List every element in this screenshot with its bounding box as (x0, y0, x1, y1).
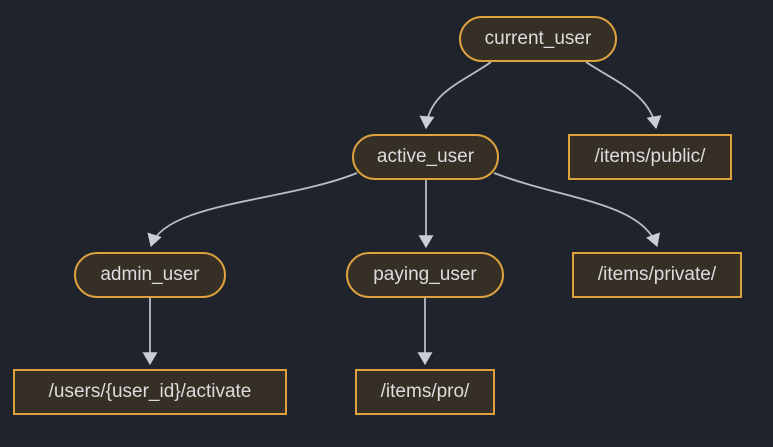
node-label: /items/public/ (594, 146, 706, 167)
node-label: current_user (484, 28, 592, 49)
node-items-pro: /items/pro/ (355, 369, 495, 415)
edge-current_user-items_public (585, 61, 662, 130)
node-users-activate: /users/{user_id}/activate (13, 369, 287, 415)
edge-current_user-active_user (419, 61, 492, 130)
node-label: /users/{user_id}/activate (48, 381, 252, 402)
node-label: /items/private/ (597, 264, 717, 285)
node-label: admin_user (100, 264, 200, 285)
edge-active_user-admin_user (147, 172, 358, 248)
node-active-user: active_user (352, 134, 499, 180)
node-paying-user: paying_user (346, 252, 504, 298)
node-label: paying_user (373, 264, 477, 285)
node-items-public: /items/public/ (568, 134, 732, 180)
node-label: /items/pro/ (380, 381, 470, 402)
node-items-private: /items/private/ (572, 252, 742, 298)
node-current-user: current_user (459, 16, 617, 62)
edge-active_user-items_private (493, 172, 661, 248)
node-admin-user: admin_user (74, 252, 226, 298)
node-label: active_user (376, 146, 475, 167)
